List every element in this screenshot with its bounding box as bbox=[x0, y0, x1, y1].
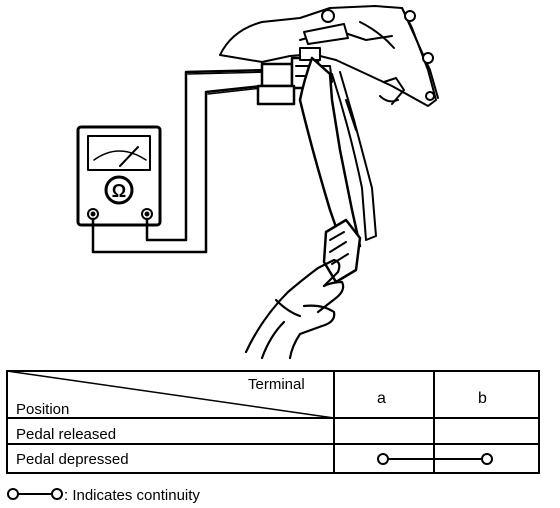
pedal-arm bbox=[298, 56, 377, 252]
legend: : Indicates continuity bbox=[6, 484, 306, 504]
pedal-switch-illustration: Ω bbox=[76, 5, 439, 360]
hand bbox=[244, 258, 345, 360]
continuity-legend-symbol bbox=[7, 488, 63, 500]
legend-text: : Indicates continuity bbox=[64, 487, 200, 504]
header-terminal: Terminal bbox=[248, 376, 305, 393]
table-border bbox=[6, 370, 540, 474]
column-header-b: b bbox=[478, 390, 487, 407]
header-position: Position bbox=[16, 401, 70, 418]
pedal-bracket bbox=[219, 5, 439, 107]
pedal-pad bbox=[322, 218, 362, 284]
continuity-marker bbox=[377, 453, 493, 465]
ohm-symbol: Ω bbox=[112, 181, 126, 201]
column-header-a: a bbox=[377, 390, 386, 407]
test-leads bbox=[91, 68, 270, 254]
continuity-table bbox=[6, 370, 540, 474]
row-label-pedal-released: Pedal released bbox=[16, 426, 117, 443]
corner-diagonal bbox=[6, 370, 335, 419]
ohmmeter: Ω bbox=[76, 125, 162, 227]
row-label-pedal-depressed: Pedal depressed bbox=[16, 451, 129, 468]
